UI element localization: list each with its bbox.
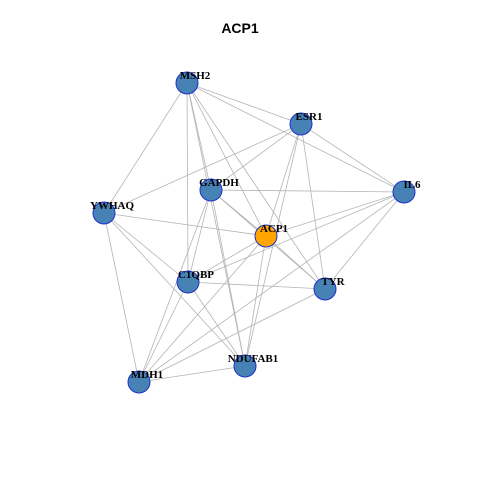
- edge-c1qbp-tyr: [187, 281, 326, 290]
- edge-esr1-gapdh: [210, 123, 302, 191]
- node-circle-esr1: [289, 112, 313, 136]
- node-c1qbp: C1QBP: [176, 269, 214, 294]
- edge-ywhaq-ndufab1: [103, 212, 246, 367]
- graph-title: ACP1: [221, 20, 259, 36]
- node-label-gapdh: GAPDH: [199, 177, 239, 189]
- edge-msh2-il6: [186, 82, 405, 193]
- node-circle-ndufab1: [233, 354, 257, 378]
- node-circle-c1qbp: [176, 270, 200, 294]
- edge-msh2-ywhaq: [103, 82, 188, 214]
- node-label-mdh1: MDH1: [131, 369, 163, 381]
- node-msh2: MSH2: [175, 70, 211, 95]
- edge-acp1-mdh1: [138, 235, 267, 383]
- node-esr1: ESR1: [289, 111, 323, 136]
- edge-msh2-c1qbp: [186, 82, 189, 283]
- node-gapdh: GAPDH: [199, 177, 239, 202]
- edge-c1qbp-ndufab1: [187, 281, 246, 367]
- node-circle-msh2: [175, 71, 199, 95]
- edge-acp1-ndufab1: [244, 235, 267, 367]
- node-ywhaq: YWHAQ: [90, 200, 134, 225]
- node-il6: IL6: [392, 179, 421, 204]
- edge-acp1-c1qbp: [187, 235, 267, 283]
- edge-msh2-esr1: [186, 82, 302, 125]
- edge-ywhaq-mdh1: [103, 212, 140, 383]
- edge-msh2-acp1: [186, 82, 267, 237]
- edge-msh2-ndufab1: [186, 82, 246, 367]
- edge-il6-tyr: [324, 191, 405, 290]
- node-mdh1: MDH1: [127, 369, 163, 394]
- edge-il6-gapdh: [210, 189, 405, 193]
- node-tyr: TYR: [313, 276, 346, 301]
- edge-gapdh-c1qbp: [187, 189, 212, 283]
- node-label-ndufab1: NDUFAB1: [228, 353, 279, 365]
- edge-il6-mdh1: [138, 191, 405, 383]
- edge-esr1-ywhaq: [103, 123, 302, 214]
- edge-ywhaq-c1qbp: [103, 212, 189, 283]
- node-acp1: ACP1: [254, 223, 288, 248]
- node-label-tyr: TYR: [321, 276, 345, 288]
- node-circle-il6: [392, 180, 416, 204]
- node-circle-acp1: [254, 224, 278, 248]
- edge-esr1-acp1: [265, 123, 302, 237]
- edge-gapdh-mdh1: [138, 189, 212, 383]
- node-label-esr1: ESR1: [296, 111, 323, 123]
- edge-il6-acp1: [265, 191, 405, 237]
- node-circle-gapdh: [199, 178, 223, 202]
- edge-ywhaq-acp1: [103, 212, 267, 237]
- node-label-il6: IL6: [403, 179, 421, 191]
- edge-il6-c1qbp: [187, 191, 405, 283]
- node-circle-tyr: [313, 277, 337, 301]
- edges-layer: [103, 82, 405, 383]
- edge-ndufab1-mdh1: [138, 365, 246, 383]
- edge-esr1-tyr: [300, 123, 326, 290]
- node-label-msh2: MSH2: [180, 70, 211, 82]
- edge-acp1-tyr: [265, 235, 326, 290]
- edge-gapdh-ndufab1: [210, 189, 246, 367]
- node-ndufab1: NDUFAB1: [228, 353, 279, 378]
- node-label-ywhaq: YWHAQ: [90, 200, 134, 212]
- edge-esr1-il6: [300, 123, 405, 193]
- node-circle-ywhaq: [92, 201, 116, 225]
- node-label-c1qbp: C1QBP: [178, 269, 214, 281]
- edge-c1qbp-mdh1: [138, 281, 189, 383]
- node-label-acp1: ACP1: [260, 223, 288, 235]
- edge-tyr-mdh1: [138, 288, 326, 383]
- edge-msh2-tyr: [186, 82, 326, 290]
- node-circle-mdh1: [127, 370, 151, 394]
